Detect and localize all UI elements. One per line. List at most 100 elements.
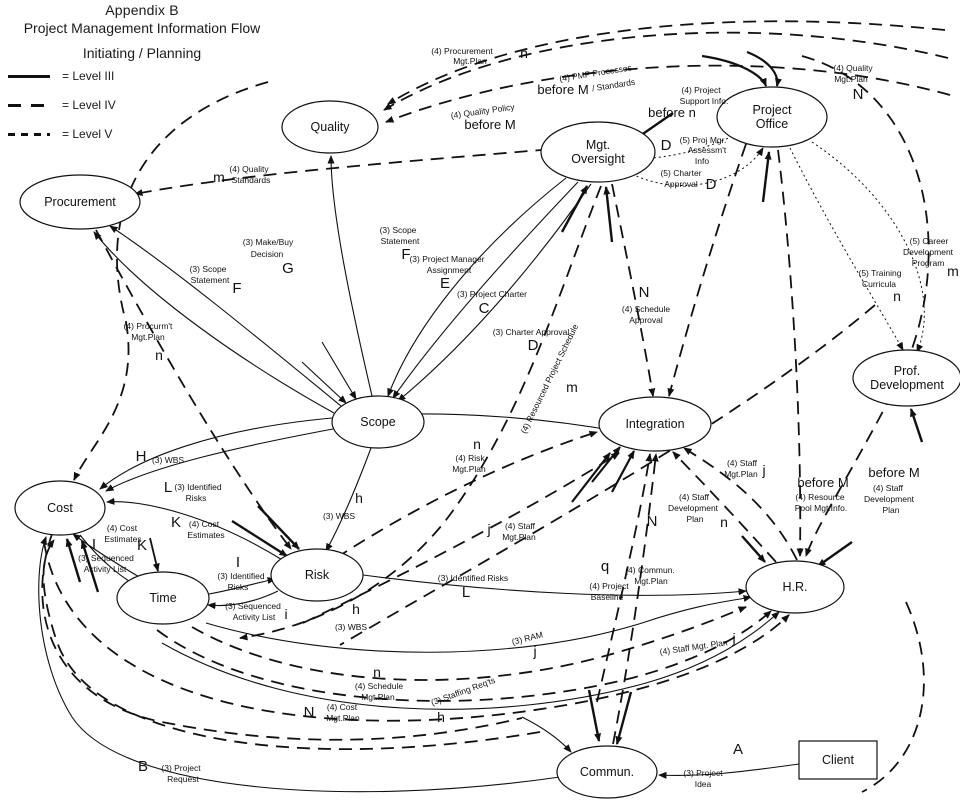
integration-label: Integration xyxy=(625,417,684,431)
edge-into-mgt-oversight-b2 xyxy=(603,186,614,243)
edge-into-commun-v2 xyxy=(615,691,633,745)
edge-into-commun-left xyxy=(521,716,572,753)
edge-label: I xyxy=(92,536,96,553)
edge-label: (4) Staff xyxy=(873,483,904,493)
edge-into-integration-s2 xyxy=(571,452,611,503)
edge-label: (4) Schedule xyxy=(622,304,670,314)
edge-project-office-to-integration xyxy=(667,143,747,397)
title-block: Appendix B Project Management Informatio… xyxy=(6,2,278,61)
hr-label: H.R. xyxy=(783,580,808,594)
edge-label: (4) Cost xyxy=(107,523,138,533)
edge-label: before M xyxy=(537,82,588,97)
edge-scope-statement-to-procurement xyxy=(93,231,335,414)
scope-ellipse xyxy=(331,395,425,449)
node-risk: Risk xyxy=(270,548,364,602)
edges-layer xyxy=(38,20,951,793)
node-cost: Cost xyxy=(14,480,106,536)
edge-wbs-to-cost xyxy=(105,428,334,492)
edge-label: (4) Risk xyxy=(455,453,485,463)
hr-ellipse xyxy=(745,560,845,614)
edge-label: Estimates xyxy=(104,534,141,544)
edge-label: Risks xyxy=(228,582,249,592)
edge-label: q xyxy=(601,558,609,575)
edge-label: j xyxy=(731,630,735,646)
edge-procurmt-mgtplan-left xyxy=(73,81,269,481)
edge-label: Estimates xyxy=(187,530,224,540)
edge-label: (3) Project Manager xyxy=(409,254,484,264)
edge-commun-left-dash-arc xyxy=(42,539,541,751)
edge-into-mgt-oversight-b1 xyxy=(560,185,589,233)
edge-label: (5) Career xyxy=(910,236,949,246)
legend-label-level-iii: = Level III xyxy=(62,69,115,83)
edge-label: Activity List xyxy=(233,612,276,622)
edge-label: Plan xyxy=(882,505,899,515)
edge-hr-to-integration-b xyxy=(683,447,798,561)
edge-into-project-office-t1 xyxy=(701,54,768,87)
edge-label: m xyxy=(947,263,959,279)
legend-label-level-v: = Level V xyxy=(62,127,113,141)
edge-label: Mgt.Plan xyxy=(361,692,395,702)
edge-project-office-to-hr xyxy=(777,149,804,557)
edge-label: Info xyxy=(695,156,709,166)
procurement-ellipse xyxy=(19,174,141,230)
edge-label: h xyxy=(437,709,445,725)
edge-label: n xyxy=(720,514,728,530)
legend-line-long-dash-icon xyxy=(8,103,50,107)
node-client: Client xyxy=(798,740,878,780)
edge-label: (5) Proj Mgr. xyxy=(680,135,727,145)
edge-quality-policy-arc xyxy=(385,64,951,123)
edge-sweep-cost-mgtplan xyxy=(156,610,772,702)
edge-training-curricula xyxy=(789,147,904,351)
edge-label: C xyxy=(479,300,490,317)
edge-label: n xyxy=(520,45,528,61)
edge-label: n xyxy=(373,664,381,680)
edge-left-bottom-arc xyxy=(41,533,523,741)
edge-into-scope-s1 xyxy=(301,361,347,404)
edge-label: (3) Identified xyxy=(217,571,265,581)
title-main: Project Management Information Flow xyxy=(23,20,261,36)
edge-label: Mgt.Plan xyxy=(834,74,868,84)
edge-label: Mgt.Plan xyxy=(326,713,360,723)
client-box xyxy=(798,740,878,780)
edge-ram-to-hr xyxy=(205,595,752,653)
edge-label: Mgt.Plan xyxy=(131,332,165,342)
title-appendix: Appendix B xyxy=(105,2,179,18)
node-commun: Commun. xyxy=(556,745,658,799)
edge-scope-statement-to-quality xyxy=(327,155,373,397)
edge-identified-risks-to-risk xyxy=(208,577,276,595)
edge-label: (3) WBS xyxy=(152,455,184,465)
edge-wbs-to-risk xyxy=(325,447,372,552)
edge-label: m xyxy=(566,379,578,395)
edge-seq-activity-to-time xyxy=(207,590,279,610)
edge-label: Development xyxy=(903,247,954,257)
edge-label: (4) Cost xyxy=(327,702,358,712)
edge-label: A xyxy=(733,741,743,758)
edge-into-project-office-b xyxy=(761,151,772,203)
edge-label: (3) Project Charter xyxy=(457,289,527,299)
edge-label: Decision xyxy=(251,249,284,259)
edge-label: L xyxy=(462,584,470,601)
edge-label: (4) Quality xyxy=(833,63,873,73)
commun-label: Commun. xyxy=(580,765,634,779)
edge-label: n xyxy=(473,436,481,452)
edge-into-risk-h2 xyxy=(257,505,300,550)
edge-into-project-office-t2 xyxy=(746,50,782,87)
scope-label: Scope xyxy=(360,415,395,429)
edge-label: Program xyxy=(912,258,945,268)
edge-label: (3) Sequenced xyxy=(78,553,134,563)
edge-label: N xyxy=(639,284,650,301)
edge-label: j xyxy=(532,643,536,659)
edge-label: N xyxy=(853,86,864,103)
node-mgt-oversight: Mgt.Oversight xyxy=(540,121,656,183)
edge-label: (4) Project xyxy=(589,581,629,591)
edge-into-risk-h1 xyxy=(231,519,288,558)
client-label: Client xyxy=(822,753,854,767)
edge-project-charter-to-scope xyxy=(392,181,579,399)
node-prof-development: Prof.Development xyxy=(852,349,960,407)
edge-into-cost-b2 xyxy=(80,540,100,593)
time-label: Time xyxy=(149,591,176,605)
edge-into-prof-development xyxy=(909,408,924,443)
